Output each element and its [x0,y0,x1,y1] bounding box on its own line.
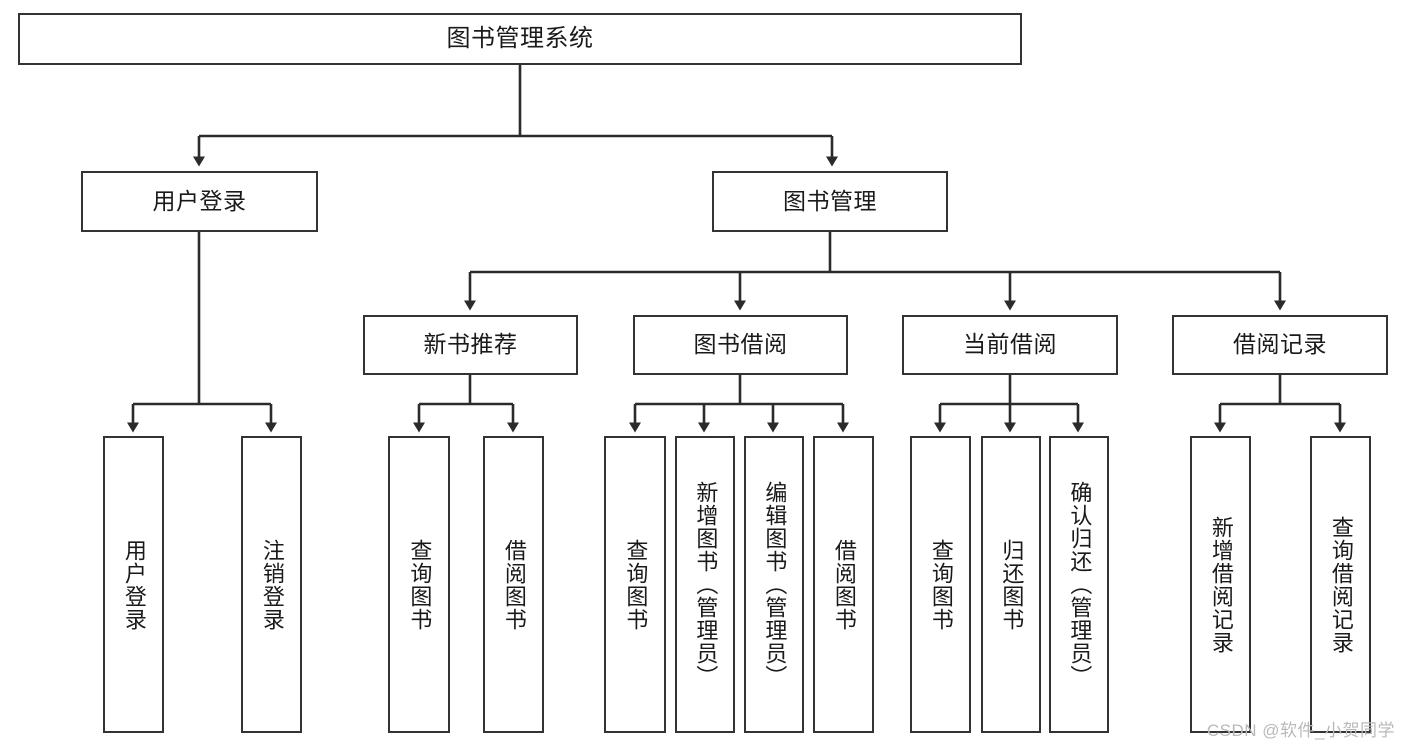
node-book-management[interactable]: 图书管理 [712,171,948,232]
leaf-query-book-recommend[interactable]: 查询图书 [388,436,450,733]
node-borrow-record[interactable]: 借阅记录 [1172,315,1388,375]
leaf-label: 查询图书 [407,538,433,631]
leaf-label: 新增图书（管理员） [693,481,719,688]
csdn-watermark: CSDN @软件_小贺同学 [1206,721,1395,740]
leaf-label: 注销登录 [259,538,285,631]
leaf-user-login[interactable]: 用户登录 [103,436,164,733]
leaf-borrow-book-recommend[interactable]: 借阅图书 [483,436,544,733]
leaf-query-book-current[interactable]: 查询图书 [910,436,971,733]
leaf-label: 查询借阅记录 [1328,515,1354,654]
leaf-label: 用户登录 [121,538,147,631]
leaf-label: 确认归还（管理员） [1067,481,1093,688]
leaf-add-book-admin[interactable]: 新增图书（管理员） [675,436,735,733]
leaf-label: 编辑图书（管理员） [762,481,788,688]
leaf-label: 归还图书 [999,538,1025,631]
node-root-system[interactable]: 图书管理系统 [18,13,1022,65]
leaf-label: 借阅图书 [831,538,857,631]
leaf-logout[interactable]: 注销登录 [241,436,302,733]
leaf-query-book-borrow[interactable]: 查询图书 [604,436,666,733]
node-current-borrow[interactable]: 当前借阅 [902,315,1118,375]
leaf-label: 查询图书 [623,538,649,631]
leaf-confirm-return-admin[interactable]: 确认归还（管理员） [1049,436,1109,733]
leaf-query-borrow-record[interactable]: 查询借阅记录 [1310,436,1371,733]
leaf-borrow-book[interactable]: 借阅图书 [813,436,874,733]
node-new-book-recommend[interactable]: 新书推荐 [363,315,578,375]
leaf-edit-book-admin[interactable]: 编辑图书（管理员） [744,436,804,733]
leaf-return-book[interactable]: 归还图书 [981,436,1041,733]
node-user-login[interactable]: 用户登录 [81,171,318,232]
leaf-label: 新增借阅记录 [1208,515,1234,654]
leaf-add-borrow-record[interactable]: 新增借阅记录 [1190,436,1251,733]
leaf-label: 借阅图书 [501,538,527,631]
leaf-label: 查询图书 [928,538,954,631]
node-book-borrow[interactable]: 图书借阅 [633,315,848,375]
